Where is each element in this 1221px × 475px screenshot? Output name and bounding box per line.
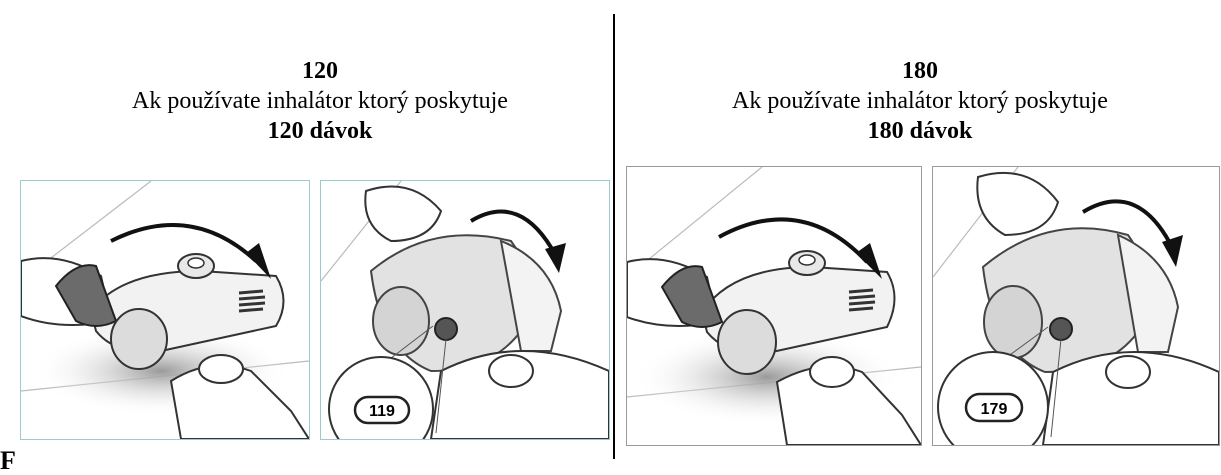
right-heading: 180 Ak používate inhalátor ktorý poskytu… xyxy=(640,56,1200,146)
column-divider xyxy=(613,14,615,459)
left-instruction: Ak používate inhalátor ktorý poskytuje xyxy=(40,86,600,116)
right-counter-value: 179 xyxy=(981,401,1008,418)
right-dose-count: 180 dávok xyxy=(640,116,1200,146)
right-counter-illustration: 179 xyxy=(932,166,1220,446)
right-instruction: Ak používate inhalátor ktorý poskytuje xyxy=(640,86,1200,116)
right-open-cap-illustration xyxy=(626,166,922,446)
left-open-cap-illustration xyxy=(20,180,310,440)
left-counter-value: 119 xyxy=(369,403,395,420)
stray-letter: F xyxy=(0,448,16,474)
right-dose-number: 180 xyxy=(640,56,1200,86)
left-heading: 120 Ak používate inhalátor ktorý poskytu… xyxy=(40,56,600,146)
left-dose-number: 120 xyxy=(40,56,600,86)
left-counter-illustration: 119 xyxy=(320,180,610,440)
left-dose-count: 120 dávok xyxy=(40,116,600,146)
